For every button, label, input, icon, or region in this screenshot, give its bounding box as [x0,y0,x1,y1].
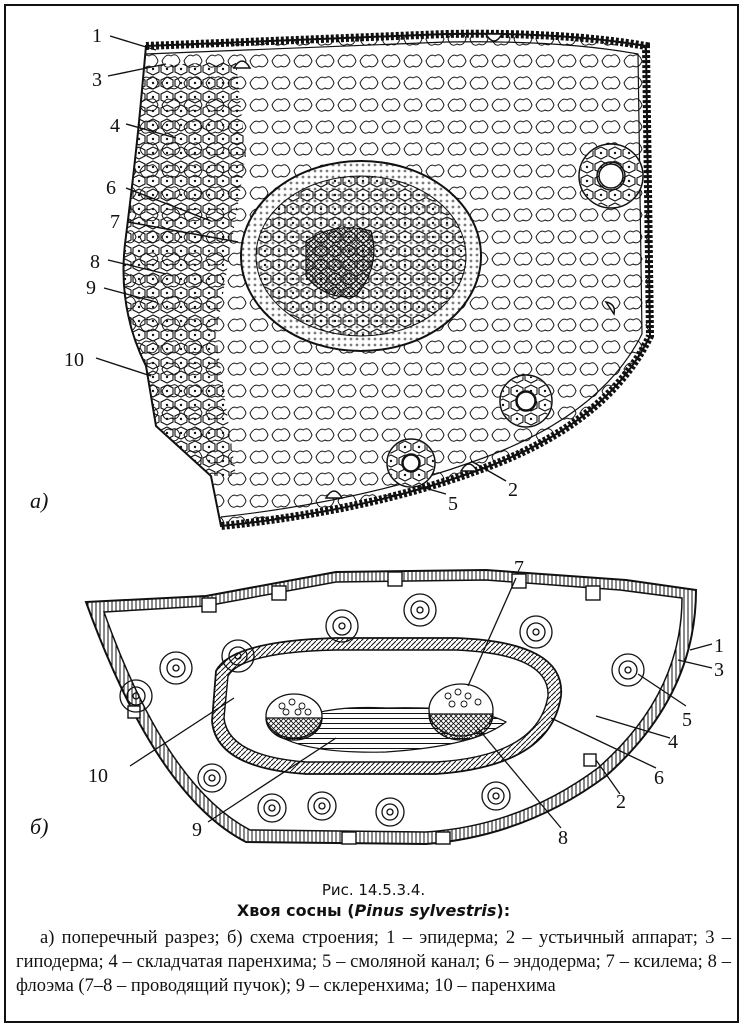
label-b-3: 3 [714,659,724,681]
schematic-drawing: 7 1 3 5 4 6 2 10 9 8 б) [6,546,741,881]
title-latin-name: Pinus sylvestris [355,901,497,920]
panel-a-label: а) [30,488,48,513]
label-b-4: 4 [668,731,678,753]
label-a-1: 1 [92,25,102,47]
title-prefix: Хвоя сосны ( [237,901,355,920]
label-a-4: 4 [110,115,120,137]
label-b-6: 6 [654,767,664,789]
label-a-5: 5 [448,493,458,515]
label-b-7: 7 [514,557,524,579]
figure-title: Хвоя сосны (Pinus sylvestris): [16,901,731,920]
label-a-8: 8 [90,251,100,273]
figure-frame: 1 3 4 6 7 8 9 10 5 2 а) [4,4,739,1023]
label-a-10: 10 [64,349,84,371]
label-a-3: 3 [92,69,102,91]
label-b-9: 9 [192,819,202,841]
label-b-1: 1 [714,635,724,657]
figure-caption: Рис. 14.5.3.4. Хвоя сосны (Pinus sylvest… [16,881,731,998]
label-b-2: 2 [616,791,626,813]
label-a-6: 6 [106,177,116,199]
label-a-9: 9 [86,277,96,299]
label-b-8: 8 [558,827,568,849]
label-a-7: 7 [110,211,120,233]
cross-section-drawing: 1 3 4 6 7 8 9 10 5 2 а) [6,6,741,546]
label-a-2: 2 [508,479,518,501]
panel-b-label: б) [30,814,48,839]
label-b-10: 10 [88,765,108,787]
figure-legend: а) поперечный разрез; б) схема строения;… [16,926,731,998]
figure-number: Рис. 14.5.3.4. [16,881,731,899]
label-b-5: 5 [682,709,692,731]
title-suffix: ): [496,901,510,920]
